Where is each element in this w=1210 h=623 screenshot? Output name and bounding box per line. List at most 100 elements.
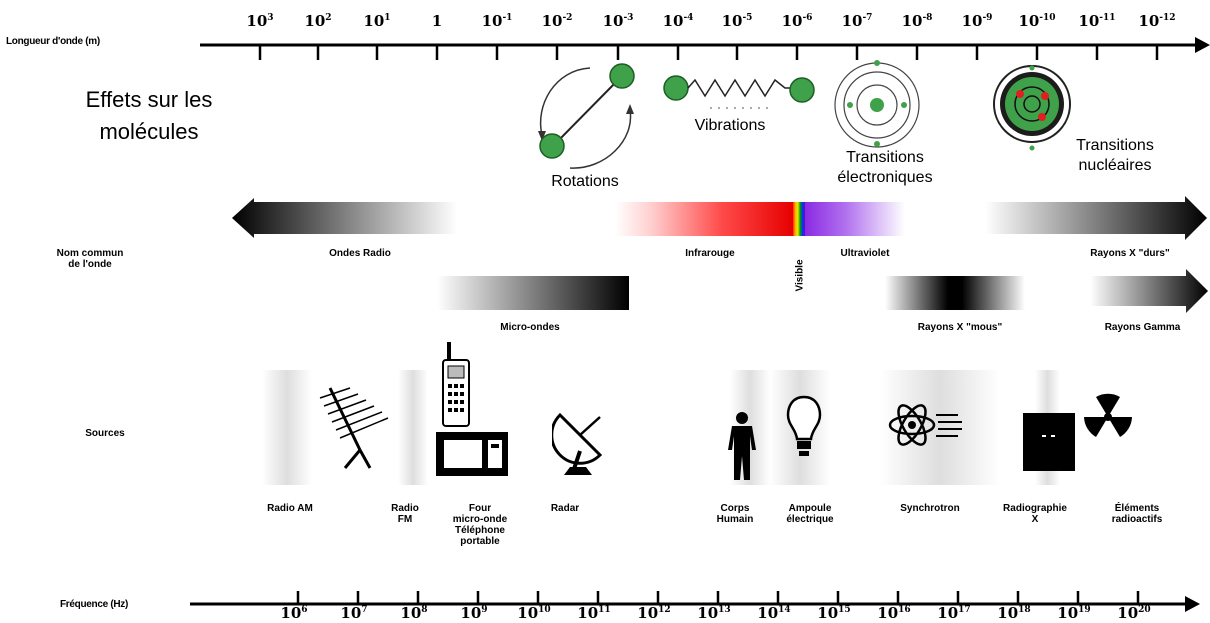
infrared-label: Infrarouge [685,248,735,259]
antenna-icon [319,387,389,469]
ultraviolet-label: Ultraviolet [840,248,890,259]
molecules-title-line1: Effets sur les [85,87,213,112]
soft-xrays-label: Rayons X "mous" [917,322,1003,333]
freq-tick: 107 [340,604,368,622]
wl-tick: 10-1 [481,12,513,30]
xray-line2: X [1031,514,1039,525]
light-bulb-icon [786,395,822,456]
wl-tick: 10-11 [1078,12,1116,30]
xray-machine-icon [1023,413,1075,471]
molecules-title: Effets sur les molécules [64,84,234,148]
human-body-icon [728,412,756,480]
wl-tick: 10-9 [961,12,993,30]
freq-tick: 1013 [697,604,731,622]
nuclear-illustration [993,65,1071,151]
wl-tick: 10-5 [721,12,753,30]
electronic-transitions-label: Transitions électroniques [810,148,960,188]
am-radio-label: Radio AM [267,503,313,514]
frequency-axis-label: Fréquence (Hz) [60,599,129,610]
freq-tick: 1011 [577,604,611,622]
rotations-label: Rotations [551,173,619,190]
nuclear-line1: Transitions [1076,137,1154,154]
frequency-axis [190,591,1200,612]
bodies-line1: Corps [720,503,750,514]
wl-tick: 103 [246,12,274,30]
microwaves-label: Micro-ondes [500,322,560,333]
rotation-illustration [538,63,635,169]
nuclear-transitions-label: Transitions nucléaires [1055,136,1175,176]
fm-radio-label: Radio FM [385,503,425,525]
wl-tick: 10-6 [781,12,813,30]
freq-tick: 106 [280,604,308,622]
freq-tick: 1020 [1117,604,1151,622]
wl-tick: 10-3 [602,12,634,30]
radar-label: Radar [550,503,580,514]
wl-tick: 10-12 [1138,12,1176,30]
radioactive-icon [1084,393,1132,437]
gamma-rays-bar [1090,269,1208,313]
band-section-label: Nom commun de l'onde [20,248,160,270]
freq-tick: 1019 [1057,604,1091,622]
wl-tick: 101 [363,12,391,30]
fm-radio-line1: Radio [391,503,419,514]
xray-label: Radiographie X [985,503,1085,525]
oven-line3: Téléphone [454,525,505,536]
microwave-oven-icon [436,432,508,476]
human-body-label: Corps Humain [705,503,765,525]
ultraviolet-bar [805,202,905,236]
wl-tick: 102 [304,12,332,30]
vibration-illustration [663,75,815,109]
freq-tick: 108 [400,604,428,622]
freq-tick: 1010 [517,604,551,622]
radioactive-label: Éléments radioactifs [1092,503,1182,525]
microwaves-bar [437,276,629,310]
electronic-illustration [834,60,920,148]
nuclear-line2: nucléaires [1078,157,1152,174]
electronic-line1: Transitions [846,149,924,166]
freq-tick: 1014 [757,604,791,622]
wl-tick: 10-7 [841,12,873,30]
gamma-rays-label: Rayons Gamma [1104,322,1181,333]
atom-icon [888,404,962,446]
hard-xrays-label: Rayons X "durs" [1090,248,1170,259]
fm-radio-line2: FM [397,514,413,525]
lamp-line1: Ampoule [788,503,832,514]
freq-tick: 1012 [637,604,671,622]
band-section-line2: de l'onde [68,259,112,270]
source-glow [262,370,312,485]
radioactive-line2: radioactifs [1111,514,1163,525]
sources-section-label: Sources [85,428,125,439]
freq-tick: 1015 [817,604,851,622]
radioactive-line1: Éléments [1114,503,1160,514]
freq-tick: 1017 [937,604,971,622]
freq-tick: 1016 [877,604,911,622]
bodies-line2: Humain [716,514,754,525]
wavelength-axis-label: Longueur d'onde (m) [6,36,100,47]
wl-tick: 1 [431,12,443,30]
wl-tick: 10-2 [541,12,573,30]
xray-line1: Radiographie [1003,503,1067,514]
molecules-title-line2: molécules [99,119,199,144]
vibrations-label: Vibrations [694,117,766,134]
lamp-line2: électrique [786,514,834,525]
wl-tick: 10-10 [1018,12,1056,30]
infrared-bar [615,202,793,236]
freq-tick: 109 [460,604,488,622]
oven-line4: portable [460,536,500,547]
wavelength-axis [200,37,1210,60]
soft-xrays-bar [885,276,1025,310]
light-bulb-label: Ampoule électrique [770,503,850,525]
wavelength-tick-marks [258,45,1159,60]
synchrotron-label: Synchrotron [900,503,960,514]
radar-dish-icon [552,412,603,475]
wl-tick: 10-8 [901,12,933,30]
electronic-line2: électroniques [837,169,933,186]
oven-phone-label: Four micro-onde Téléphone portable [435,503,525,547]
source-glow [398,370,428,485]
phone-icon [442,342,470,427]
hard-xrays-bar [985,196,1207,240]
freq-tick: 1018 [997,604,1031,622]
oven-line2: micro-onde [452,514,508,525]
radio-waves-label: Ondes Radio [329,248,391,259]
visible-bar [793,202,805,236]
